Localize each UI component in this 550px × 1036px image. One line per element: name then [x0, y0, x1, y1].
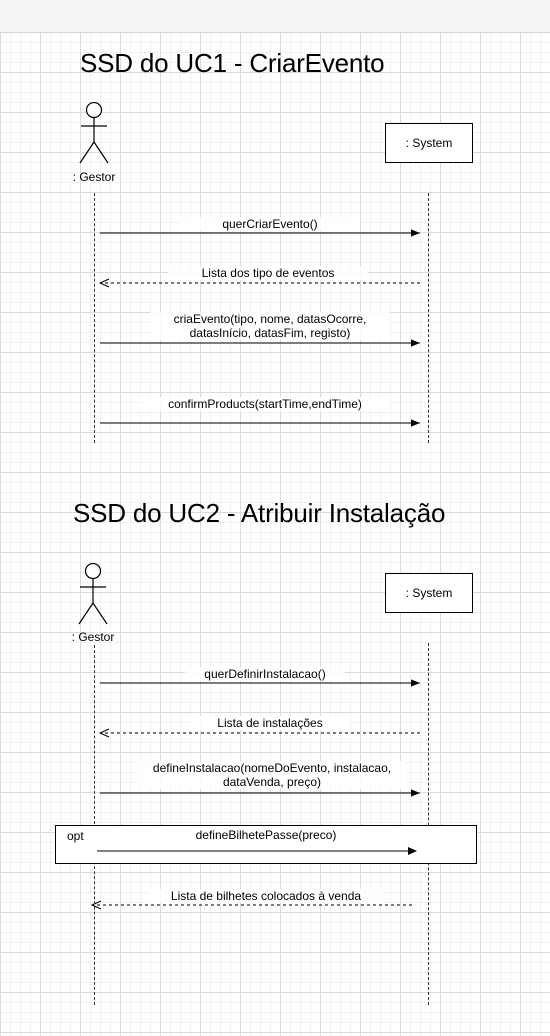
msg-arrow-defineBilhetePasse: [97, 847, 417, 855]
diagram-title-uc2: SSD do UC2 - Atribuir Instalação: [73, 498, 446, 528]
msg-return-lista-tipos-head: [98, 278, 110, 288]
msg-label-lista-instalacoes: Lista de instalações: [190, 716, 350, 730]
msg-label-lista-bilhetes: Lista de bilhetes colocados à venda: [148, 889, 384, 903]
diagram-title-uc1: SSD do UC1 - CriarEvento: [80, 48, 385, 78]
msg-label-lista-tipos: Lista dos tipo de eventos: [168, 266, 368, 280]
msg-label-confirmProducts: confirmProducts(startTime,endTime): [140, 397, 390, 411]
msg-return-lista-bilhetes-head: [90, 900, 102, 910]
opt-fragment-label: opt: [67, 829, 84, 843]
msg-label-querDefinirInstalacao: querDefinirInstalacao(): [185, 667, 345, 681]
actor-gestor-icon-uc2[interactable]: [73, 563, 113, 625]
system-lifeline: [428, 193, 429, 443]
msg-label-defineInstalacao: defineInstalacao(nomeDoEvento, instalaca…: [138, 761, 406, 789]
msg-label-defineBilhetePasse: defineBilhetePasse(preco): [195, 828, 337, 842]
system-lifeline-uc2: [428, 643, 429, 1005]
system-lifeline-box-uc2[interactable]: : System: [385, 573, 473, 613]
editor-top-bar: [0, 0, 550, 33]
opt-fragment[interactable]: opt defineBilhetePasse(preco): [55, 825, 477, 864]
actor-lifeline: [94, 193, 95, 443]
msg-label-criaEvento: criaEvento(tipo, nome, datasOcorre, data…: [150, 312, 390, 340]
actor-label-uc2: : Gestor: [71, 630, 115, 644]
actor-label: : Gestor: [72, 170, 116, 184]
actor-gestor-icon[interactable]: [74, 102, 114, 164]
system-lifeline-box[interactable]: : System: [385, 123, 473, 163]
msg-label-querCriarEvento: querCriarEvento(): [180, 217, 360, 231]
msg-return-lista-instalacoes-head: [98, 728, 110, 738]
